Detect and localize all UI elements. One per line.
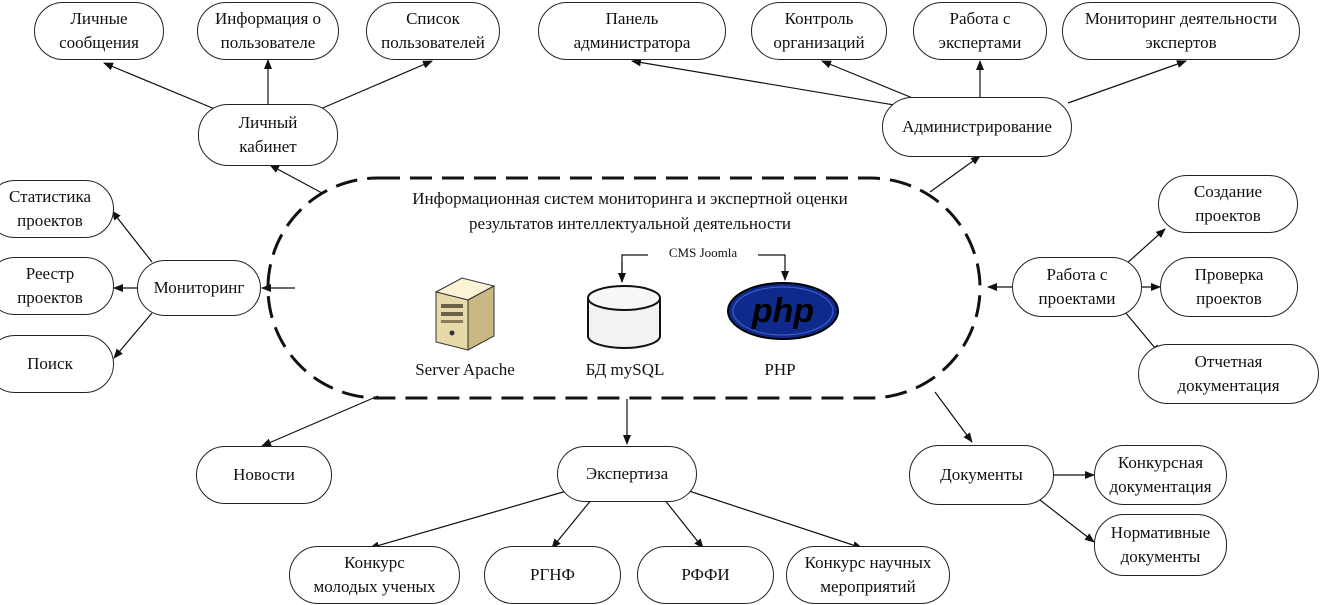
edge-center-to-news: [261, 395, 379, 447]
edge-projects-to-create: [1124, 228, 1166, 266]
node-news: Новости: [196, 446, 332, 504]
node-report-docs: Отчетная документация: [1138, 344, 1319, 404]
node-work-with-experts: Работа с экспертами: [913, 2, 1047, 60]
edge-expertise-to-young: [369, 489, 571, 550]
node-user-info: Информация о пользователе: [197, 2, 339, 60]
node-search: Поиск: [0, 335, 114, 393]
system-title: Информационная систем мониторинга и эксп…: [412, 189, 848, 233]
node-personal-messages: Личные сообщения: [34, 2, 164, 60]
server-icon: [434, 277, 496, 351]
node-documents: Документы: [909, 445, 1054, 505]
php-logo-icon: php: [727, 282, 839, 340]
node-rffi: РФФИ: [637, 546, 774, 604]
edge-cabinet-to-userlist: [317, 60, 433, 111]
edge-admin-to-monitoring-experts: [1067, 60, 1187, 104]
edge-admin-to-panel: [631, 58, 901, 107]
node-check-projects: Проверка проектов: [1160, 257, 1298, 317]
node-project-statistics: Статистика проектов: [0, 180, 114, 238]
edge-expertise-to-events: [685, 489, 863, 549]
node-expert-monitoring: Мониторинг деятельности экспертов: [1062, 2, 1300, 60]
node-personal-cabinet: Личный кабинет: [198, 104, 338, 166]
node-create-projects: Создание проектов: [1158, 175, 1298, 233]
central-system-boundary: [266, 176, 982, 400]
node-project-registry: Реестр проектов: [0, 257, 114, 315]
edge-expertise-to-rffi: [659, 493, 704, 549]
edge-documents-to-normative: [1039, 499, 1095, 543]
node-user-list: Список пользователей: [366, 2, 500, 60]
server-apache-label: Server Apache: [415, 360, 515, 379]
node-administration: Администрирование: [882, 97, 1072, 157]
php-label: PHP: [764, 360, 796, 379]
node-science-events-contest: Конкурс научных мероприятий: [786, 546, 950, 604]
node-work-with-projects: Работа с проектами: [1012, 257, 1142, 317]
edge-center-to-admin: [929, 155, 981, 193]
edge-center-to-cabinet: [269, 164, 323, 194]
mysql-db-label: БД mySQL: [585, 360, 665, 379]
node-rgnf: РГНФ: [484, 546, 621, 604]
edge-monitoring-to-search: [113, 312, 153, 359]
node-expertise: Экспертиза: [557, 446, 697, 502]
node-young-scientists-contest: Конкурс молодых ученых: [289, 546, 460, 604]
edge-center-to-documents: [934, 391, 973, 443]
edge-cabinet-to-messages: [103, 62, 223, 113]
node-monitoring: Мониторинг: [137, 260, 261, 316]
node-normative-docs: Нормативные документы: [1094, 514, 1227, 576]
edge-monitoring-to-stats: [111, 210, 153, 263]
edge-admin-to-orgs: [821, 60, 921, 102]
database-icon: [587, 285, 661, 349]
node-competition-docs: Конкурсная документация: [1094, 445, 1227, 505]
node-admin-panel: Панель администратора: [538, 2, 726, 60]
cms-joomla-label: CMS Joomla: [648, 245, 758, 261]
php-logo-text: php: [751, 292, 814, 330]
edge-expertise-to-rgnf: [551, 493, 597, 549]
node-org-control: Контроль организаций: [751, 2, 887, 60]
